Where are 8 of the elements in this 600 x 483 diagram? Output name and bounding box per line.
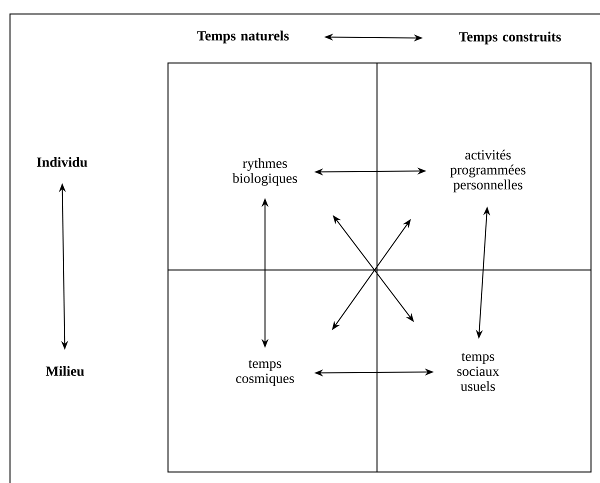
quadrant-label: rythmes biologiques xyxy=(232,158,298,186)
quadrant-label: temps sociaux usuels xyxy=(457,353,500,391)
axis-label: Milieu xyxy=(46,366,84,376)
quadrant-label: temps cosmiques xyxy=(236,360,294,386)
axis-label: Temps naturels xyxy=(197,30,289,44)
axis-label: Individu xyxy=(36,157,88,167)
quadrant-label: activités programmées personnelles xyxy=(450,150,526,192)
axis-label: Temps construits xyxy=(458,32,561,44)
